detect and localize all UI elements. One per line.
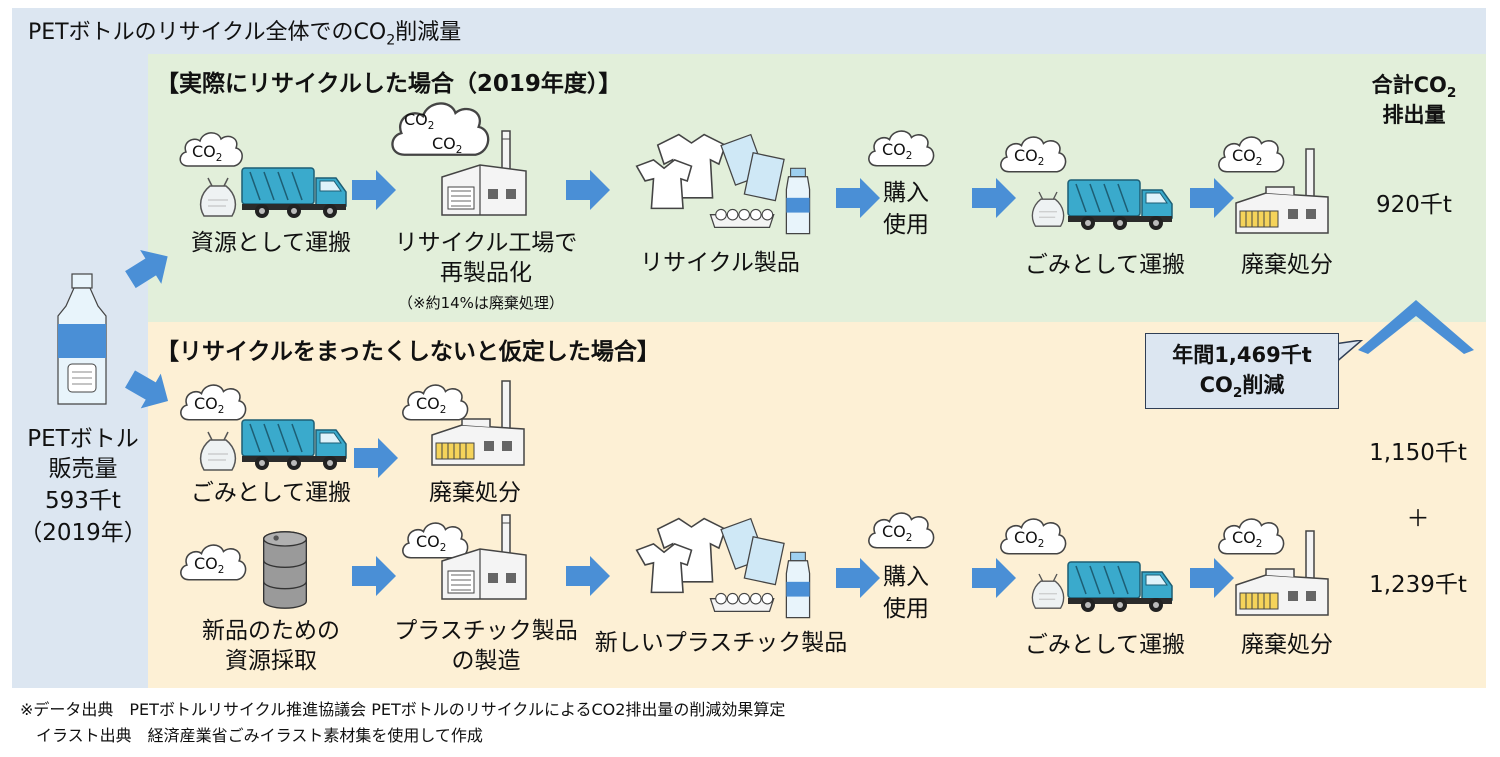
no-recycle-disposal: 廃棄処分 <box>429 480 521 506</box>
garbage-truck-icon <box>1066 554 1176 614</box>
no-recycle-purchase: 購入 <box>883 564 929 590</box>
no-recycle-extraction-line2: 資源採取 <box>225 648 317 674</box>
no-recycle-manufacture-line2: の製造 <box>451 648 521 674</box>
arrow-up-right-icon <box>124 246 174 290</box>
arrow-right-icon <box>566 170 610 210</box>
co2-label: CO2 <box>194 394 225 417</box>
recycle-step-factory-note: （※約14%は廃棄処理） <box>398 294 564 312</box>
co2-label: CO2 <box>1232 146 1263 169</box>
plastic-factory-icon <box>440 508 530 608</box>
no-recycle-transport-garbage: ごみとして運搬 <box>190 480 352 506</box>
arrow-right-icon <box>352 170 396 210</box>
pet-bottle-icon <box>50 272 114 412</box>
co2-label: CO2 <box>1014 528 1045 551</box>
garbage-bag-icon <box>198 430 238 474</box>
recycling-factory-icon <box>440 124 530 224</box>
arrow-right-icon <box>1190 558 1234 598</box>
no-recycle-total-1: 1,150千t <box>1369 440 1467 466</box>
co2-label: CO2 <box>416 394 447 417</box>
recycle-step-transport-garbage: ごみとして運搬 <box>1024 252 1186 278</box>
garbage-truck-icon <box>1066 172 1176 232</box>
no-recycle-extraction-line1: 新品のための <box>202 618 340 644</box>
co2-label: CO2 <box>432 134 463 157</box>
arrow-right-icon <box>972 558 1016 598</box>
recycle-section-title: 【実際にリサイクルした場合（2019年度）】 <box>156 71 622 97</box>
reduction-chevron-icon <box>1358 300 1474 354</box>
no-recycle-manufacture-line1: プラスチック製品 <box>394 618 578 644</box>
arrow-right-icon <box>352 556 396 596</box>
no-recycle-new-products: 新しいプラスチック製品 <box>594 630 848 656</box>
oil-drum-icon <box>258 530 312 610</box>
no-recycle-disposal-2: 廃棄処分 <box>1241 632 1333 658</box>
illustration-source-note: イラスト出典 経済産業省ごみイラスト素材集を使用して作成 <box>20 726 483 745</box>
recycle-total-emissions: 920千t <box>1376 192 1452 218</box>
totals-heading-line2: 排出量 <box>1382 103 1446 127</box>
arrow-right-icon <box>1190 178 1234 218</box>
data-source-note: ※データ出典 PETボトルリサイクル推進協議会 PETボトルのリサイクルによるC… <box>20 700 786 719</box>
arrow-right-icon <box>354 438 398 478</box>
arrow-down-right-icon <box>124 368 174 412</box>
co2-label: CO2 <box>404 110 435 133</box>
arrow-right-icon <box>836 558 880 598</box>
co2-label: CO2 <box>1014 146 1045 169</box>
recycle-step-transport-resource: 資源として運搬 <box>190 230 352 256</box>
co2-label: CO2 <box>1232 528 1263 551</box>
co2-label: CO2 <box>194 554 225 577</box>
arrow-right-icon <box>566 556 610 596</box>
bottle-name: PETボトル <box>27 426 139 452</box>
recycle-step-use: 使用 <box>883 212 929 238</box>
co2-label: CO2 <box>882 522 913 545</box>
recycle-step-purchase: 購入 <box>883 180 929 206</box>
disposal-factory-icon <box>430 376 526 472</box>
plus-sign: ＋ <box>1406 506 1430 532</box>
recycle-step-products: リサイクル製品 <box>640 250 800 276</box>
disposal-factory-icon <box>1234 526 1330 622</box>
totals-heading-line1: 合計CO2 <box>1371 73 1457 102</box>
page-title: PETボトルのリサイクル全体でのCO2削減量 <box>28 20 462 49</box>
co2-label: CO2 <box>192 142 223 165</box>
no-recycle-total-2: 1,239千t <box>1369 572 1467 598</box>
bottle-sales-amount: 593千t <box>45 488 121 514</box>
garbage-truck-icon <box>240 160 350 220</box>
recycle-step-factory-line1: リサイクル工場で <box>394 230 578 256</box>
co2-label: CO2 <box>416 532 447 555</box>
garbage-bag-icon <box>1030 190 1066 230</box>
recycle-step-factory-line2: 再製品化 <box>440 260 532 286</box>
co2-label: CO2 <box>882 140 913 163</box>
recycled-products-icon <box>626 124 816 240</box>
bottle-sales-year: （2019年） <box>19 520 147 546</box>
no-recycle-section-title: 【リサイクルをまったくしないと仮定した場合】 <box>156 339 660 365</box>
callout-line1: 年間1,469千t <box>1172 343 1312 367</box>
arrow-right-icon <box>972 178 1016 218</box>
new-plastic-products-icon <box>626 508 816 624</box>
no-recycle-transport-garbage-2: ごみとして運搬 <box>1024 632 1186 658</box>
arrow-right-icon <box>836 178 880 218</box>
garbage-bag-icon <box>198 176 238 220</box>
disposal-factory-icon <box>1234 144 1330 240</box>
reduction-callout: 年間1,469千t CO2削減 <box>1145 333 1339 409</box>
no-recycle-use: 使用 <box>883 596 929 622</box>
recycle-step-disposal: 廃棄処分 <box>1241 252 1333 278</box>
callout-line2: CO2削減 <box>1199 373 1285 402</box>
garbage-truck-icon <box>240 412 350 472</box>
bottle-sales-label: 販売量 <box>48 456 118 482</box>
garbage-bag-icon <box>1030 572 1066 612</box>
